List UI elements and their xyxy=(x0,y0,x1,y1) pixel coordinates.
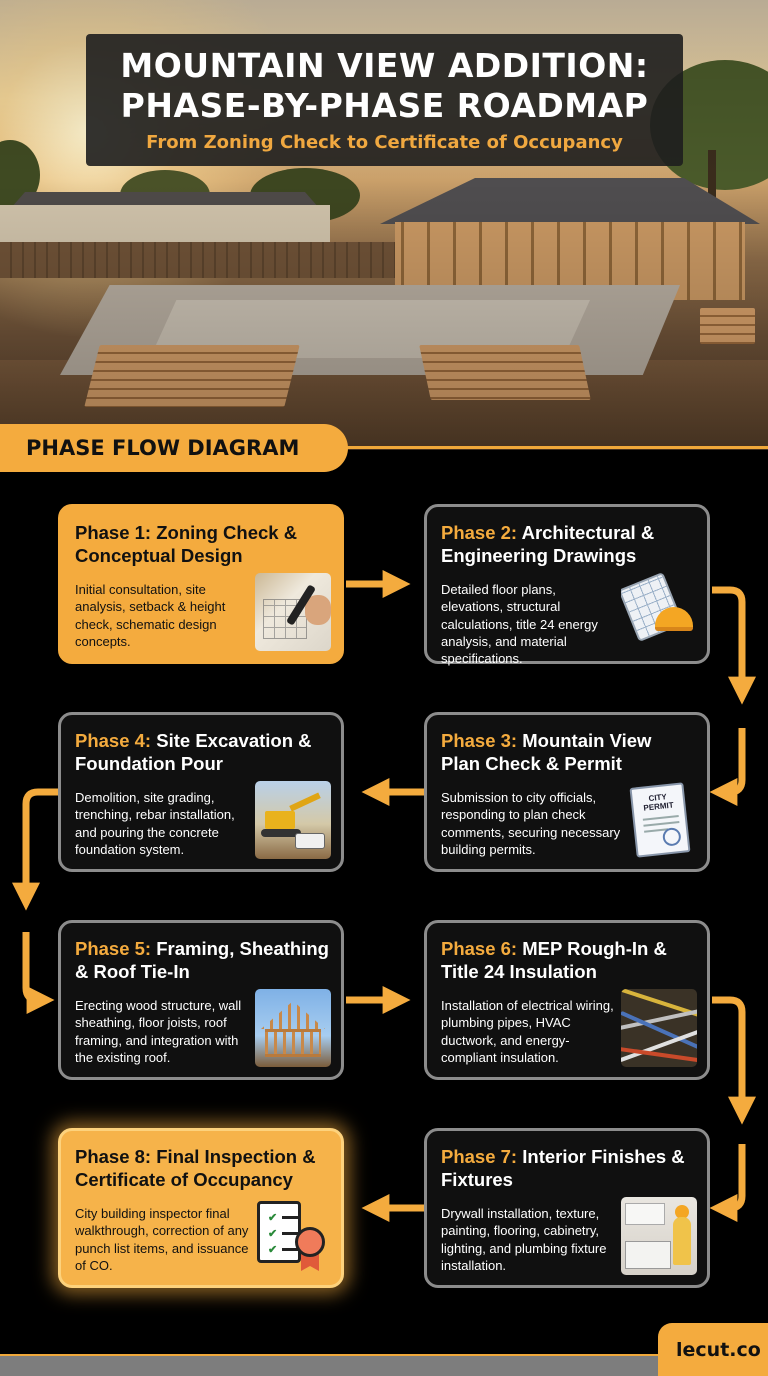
phase-7-card: Phase 7: Interior Finishes & Fixtures Dr… xyxy=(424,1128,710,1288)
section-header: PHASE FLOW DIAGRAM xyxy=(0,424,348,472)
phase-title: Phase 4: Site Excavation & Foundation Po… xyxy=(75,730,312,774)
phase-title: Phase 7: Interior Finishes & Fixtures xyxy=(441,1146,685,1190)
hero-photo: MOUNTAIN VIEW ADDITION: PHASE-BY-PHASE R… xyxy=(0,0,768,450)
arrow-phase4-to-phase5-bottom xyxy=(22,932,55,1014)
footer-divider xyxy=(0,1354,660,1357)
phase-description: Detailed floor plans, elevations, struct… xyxy=(441,582,598,667)
phase-title: Phase 3: Mountain View Plan Check & Perm… xyxy=(441,730,652,774)
excavator-icon xyxy=(255,781,331,859)
phase-description: Demolition, site grading, trenching, reb… xyxy=(75,790,235,857)
neighbor-house xyxy=(0,205,330,245)
section-label: PHASE FLOW DIAGRAM xyxy=(26,436,300,460)
page-title-line-1: MOUNTAIN VIEW ADDITION: xyxy=(120,46,649,85)
wood-fence xyxy=(0,242,400,278)
permit-label: CITY PERMIT xyxy=(643,792,675,813)
phase-1-card: Phase 1: Zoning Check & Conceptual Desig… xyxy=(58,504,344,664)
phase-description: Drywall installation, texture, painting,… xyxy=(441,1206,607,1273)
phase-2-card: Phase 2: Architectural & Engineering Dra… xyxy=(424,504,710,667)
phase-title: Phase 8: Final Inspection & Certificate … xyxy=(75,1146,316,1190)
phase-6-card: Phase 6: MEP Rough-In & Title 24 Insulat… xyxy=(424,920,710,1080)
brand-link[interactable]: lecut.co xyxy=(676,1339,761,1361)
phase-description: City building inspector final walkthroug… xyxy=(75,1206,249,1273)
page-subtitle: From Zoning Check to Certificate of Occu… xyxy=(146,132,623,153)
city-permit-icon: CITY PERMIT xyxy=(621,781,697,859)
phase-4-card: Phase 4: Site Excavation & Foundation Po… xyxy=(58,712,344,872)
phase-description: Erecting wood structure, wall sheathing,… xyxy=(75,998,242,1065)
footer-bar xyxy=(0,1356,768,1376)
arrow-phase6-to-phase7-bottom xyxy=(709,1144,746,1222)
phase-description: Installation of electrical wiring, plumb… xyxy=(441,998,614,1065)
phase-title: Phase 5: Framing, Sheathing & Roof Tie-I… xyxy=(75,938,329,982)
phase-title: Phase 6: MEP Rough-In & Title 24 Insulat… xyxy=(441,938,667,982)
design-sketch-icon xyxy=(255,573,331,651)
phase-title: Phase 1: Zoning Check & Conceptual Desig… xyxy=(75,522,298,566)
phase-description: Initial consultation, site analysis, set… xyxy=(75,582,226,649)
arrow-phase2-to-phase3-bottom xyxy=(709,728,746,806)
lumber-stack xyxy=(700,308,755,344)
phase-8-card: Phase 8: Final Inspection & Certificate … xyxy=(58,1128,344,1288)
arrow-phase2-to-phase3-top xyxy=(712,586,756,705)
phase-5-card: Phase 5: Framing, Sheathing & Roof Tie-I… xyxy=(58,920,344,1080)
brand-badge[interactable]: lecut.co xyxy=(658,1323,768,1376)
wiring-pipes-icon xyxy=(621,989,697,1067)
arrow-phase4-to-phase5-top xyxy=(12,788,58,911)
section-divider xyxy=(0,446,768,449)
phase-3-card: Phase 3: Mountain View Plan Check & Perm… xyxy=(424,712,710,872)
phase-description: Submission to city officials, responding… xyxy=(441,790,621,857)
title-box: MOUNTAIN VIEW ADDITION: PHASE-BY-PHASE R… xyxy=(86,34,683,166)
arrow-phase6-to-phase7-top xyxy=(712,996,756,1125)
house-framing-icon xyxy=(255,989,331,1067)
kitchen-worker-icon xyxy=(621,1197,697,1275)
blueprint-hardhat-icon xyxy=(621,573,697,651)
page-title-line-2: PHASE-BY-PHASE ROADMAP xyxy=(120,86,649,125)
phase-title: Phase 2: Architectural & Engineering Dra… xyxy=(441,522,655,566)
checklist-badge-icon: ✔ ✔ ✔ xyxy=(255,1197,331,1275)
